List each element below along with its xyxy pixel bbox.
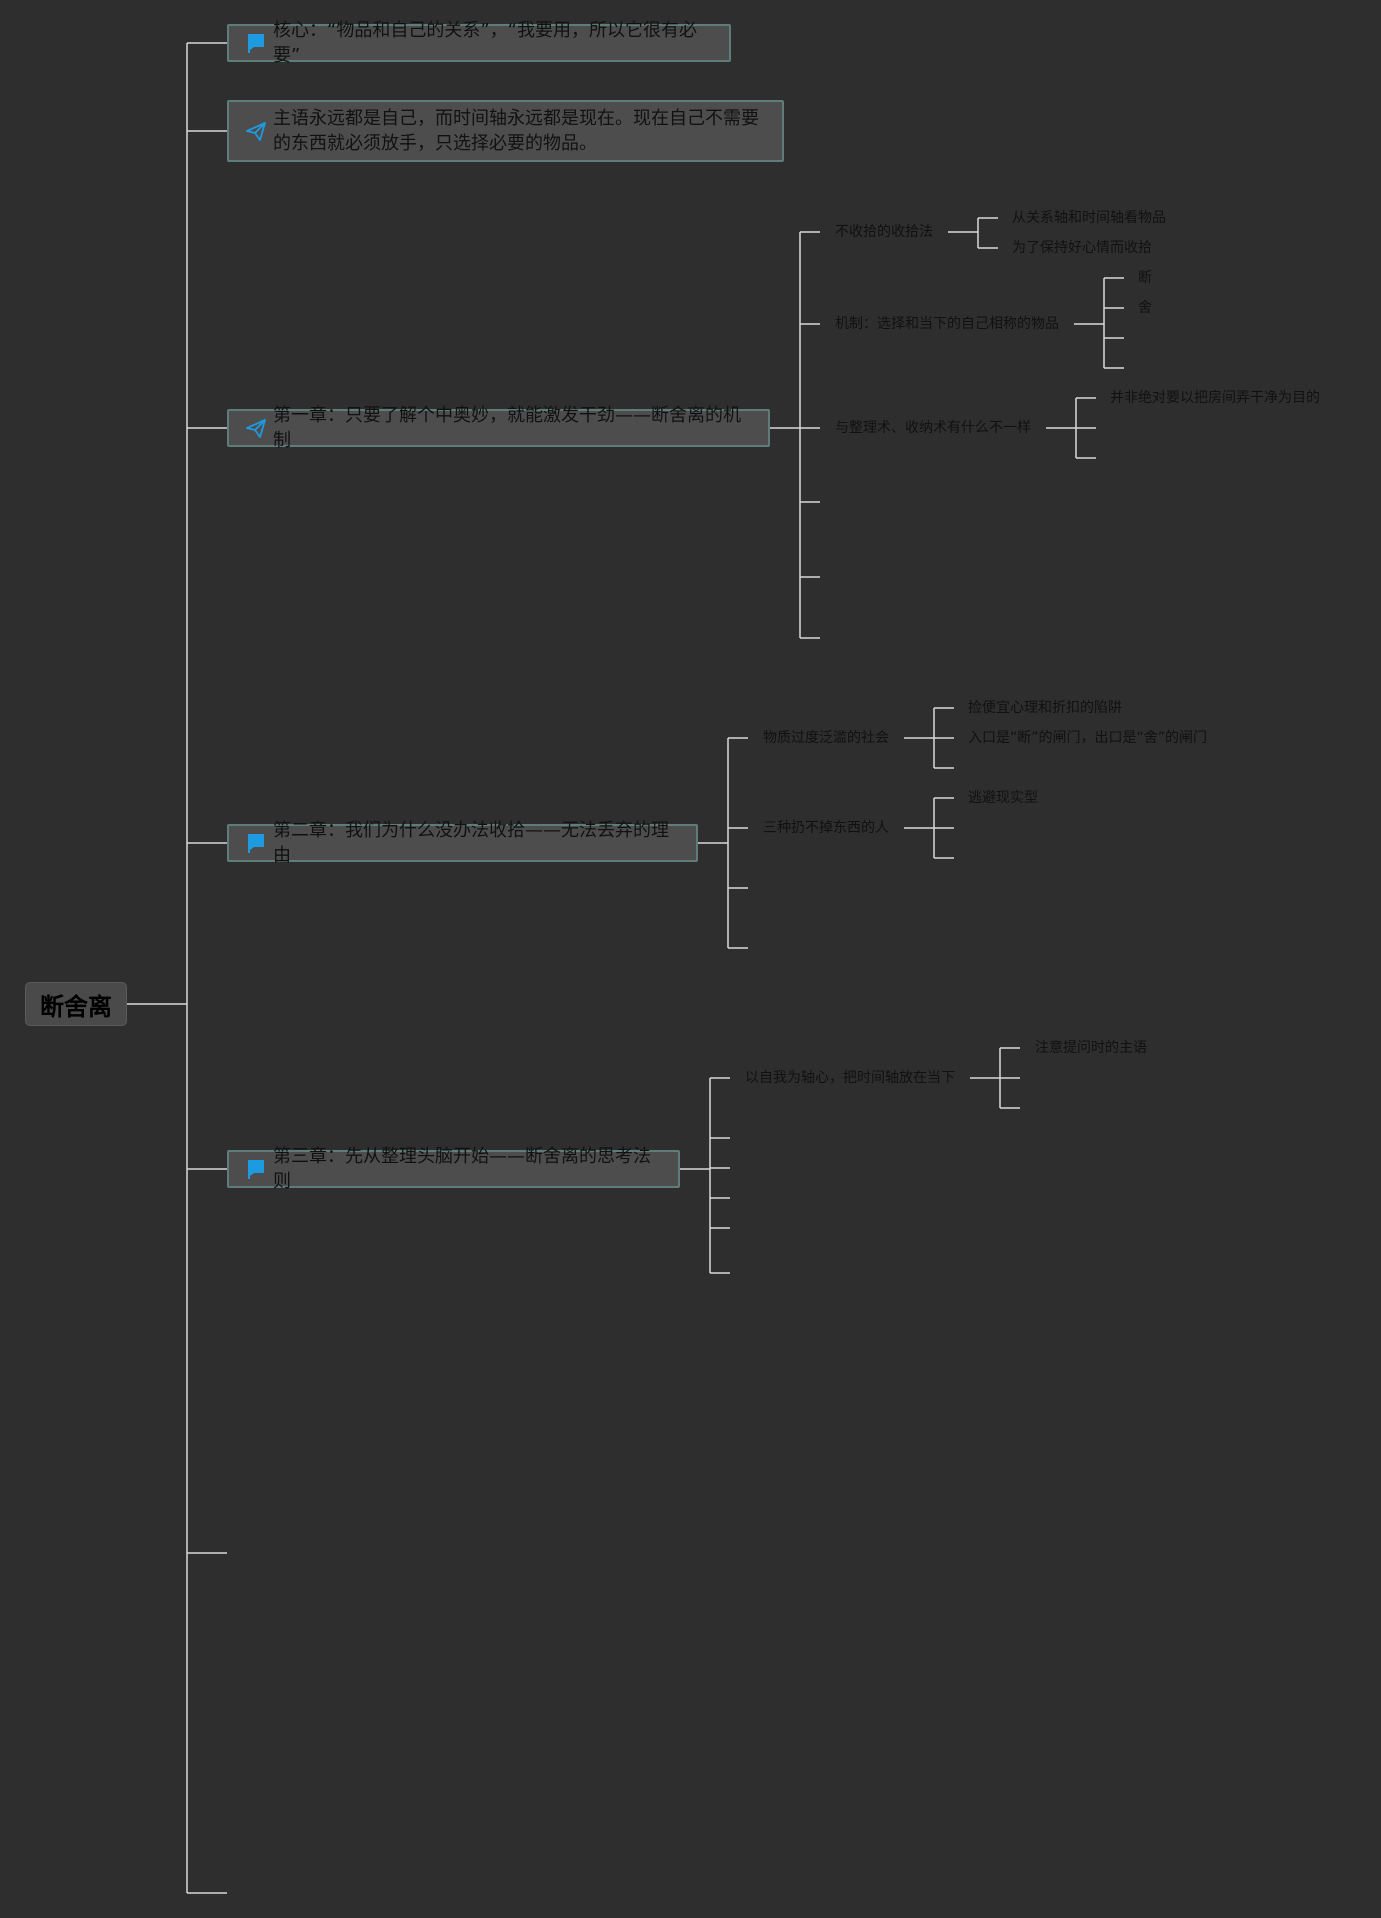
ch1-s1-leaf-2[interactable]: 为了保持好心情而收拾 <box>1012 240 1152 256</box>
ch3-s1-leaf-1[interactable]: 注意提问时的主语 <box>1035 1040 1147 1056</box>
ch2-s1-leaf-1[interactable]: 捡便宜心理和折扣的陷阱 <box>968 700 1122 716</box>
ch1-s2-leaf-2[interactable]: 舍 <box>1138 300 1152 316</box>
ch1-subtopic-1[interactable]: 不收拾的收拾法 <box>835 224 933 240</box>
ch2-s1-leaf-2[interactable]: 入口是“断”的闸门，出口是“舍”的闸门 <box>968 730 1208 746</box>
paper-plane-icon <box>246 419 266 438</box>
ch1-subtopic-3[interactable]: 与整理术、收纳术有什么不一样 <box>835 420 1031 436</box>
topic-chapter-2[interactable]: 第二章：我们为什么没办法收拾——无法丢弃的理由 <box>227 820 698 866</box>
topic-core-label: 核心：“物品和自己的关系”，“我要用，所以它很有必要” <box>273 20 697 66</box>
flag-icon <box>248 1160 264 1179</box>
root-label: 断舍离 <box>40 992 112 1021</box>
ch1-s2-leaf-1[interactable]: 断 <box>1138 270 1152 286</box>
topic-chapter-2-label: 第二章：我们为什么没办法收拾——无法丢弃的理由 <box>273 820 669 866</box>
topic-subject[interactable]: 主语永远都是自己，而时间轴永远都是现在。现在自己不需要 的东西就必须放手，只选择… <box>227 100 784 162</box>
topic-chapter-1[interactable]: 第一章：只要了解个中奥妙，就能激发干劲——断舍离的机制 <box>227 405 770 451</box>
ch2-s2-leaf-1[interactable]: 逃避现实型 <box>968 790 1038 806</box>
paper-plane-icon <box>246 122 266 141</box>
root-node[interactable]: 断舍离 <box>25 982 127 1026</box>
ch1-s1-leaf-1[interactable]: 从关系轴和时间轴看物品 <box>1012 210 1166 226</box>
flag-icon <box>248 834 264 853</box>
ch2-subtopic-1[interactable]: 物质过度泛滥的社会 <box>763 730 889 746</box>
ch1-s3-leaf-1[interactable]: 并非绝对要以把房间弄干净为目的 <box>1110 390 1320 406</box>
topic-chapter-3-label: 第三章：先从整理头脑开始——断舍离的思考法则 <box>273 1146 651 1192</box>
topic-chapter-1-label: 第一章：只要了解个中奥妙，就能激发干劲——断舍离的机制 <box>273 405 741 451</box>
topic-subject-line1: 主语永远都是自己，而时间轴永远都是现在。现在自己不需要 <box>273 108 759 129</box>
ch1-subtopic-2[interactable]: 机制：选择和当下的自己相称的物品 <box>835 316 1059 332</box>
topic-core[interactable]: 核心：“物品和自己的关系”，“我要用，所以它很有必要” <box>227 20 731 66</box>
topic-chapter-3[interactable]: 第三章：先从整理头脑开始——断舍离的思考法则 <box>227 1146 680 1192</box>
ch2-subtopic-2[interactable]: 三种扔不掉东西的人 <box>763 820 889 836</box>
topic-subject-line2: 的东西就必须放手，只选择必要的物品。 <box>273 133 597 154</box>
ch3-subtopic-1[interactable]: 以自我为轴心，把时间轴放在当下 <box>745 1070 955 1086</box>
flag-icon <box>248 34 264 53</box>
